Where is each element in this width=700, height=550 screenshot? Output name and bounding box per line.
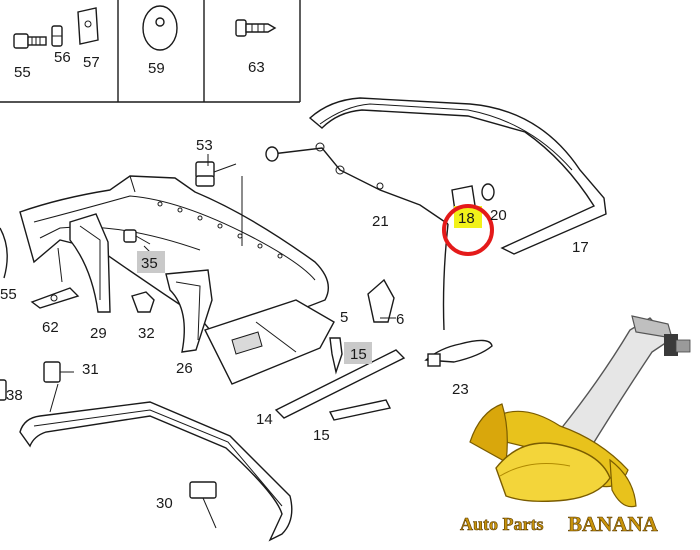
lower-trim	[19, 401, 293, 542]
moulding-strip	[204, 299, 335, 385]
label-59: 59	[148, 60, 165, 77]
label-box-15	[344, 342, 372, 364]
label-53: 53	[196, 137, 213, 154]
label-57: 57	[83, 54, 100, 71]
label-17: 17	[572, 239, 589, 256]
label-23: 23	[452, 381, 469, 398]
washer-icon	[142, 5, 178, 51]
label-63: 63	[248, 59, 265, 76]
brand-text-banana: BANANA	[568, 512, 659, 536]
label-5: 5	[340, 309, 348, 326]
clip-31	[43, 361, 74, 383]
label-29: 29	[90, 325, 107, 342]
callout-ring	[442, 204, 494, 256]
label-20: 20	[490, 207, 507, 224]
bracket-29	[69, 213, 111, 313]
label-30: 30	[156, 495, 173, 512]
fastener-35	[123, 229, 151, 245]
label-21: 21	[372, 213, 389, 230]
bumper-bar-17	[308, 97, 607, 255]
brand-logo	[469, 315, 691, 508]
label-35: 35	[141, 255, 158, 272]
brand-text-auto-parts: Auto Parts	[460, 514, 544, 534]
rivet-icon	[235, 19, 277, 37]
bracket-30	[189, 481, 217, 529]
ring-20	[481, 183, 495, 201]
rivet-15	[329, 337, 343, 375]
wiring-harness	[265, 142, 449, 331]
label-38: 38	[6, 387, 23, 404]
clip-6	[367, 278, 395, 323]
label-31: 31	[82, 361, 99, 378]
fastener-32	[131, 291, 155, 313]
bolt-icon	[13, 33, 47, 49]
clip-icon	[77, 7, 99, 45]
label-32: 32	[138, 325, 155, 342]
bumper-cover	[19, 175, 329, 331]
label-15-upper: 15	[350, 346, 367, 363]
clip-38	[0, 379, 7, 401]
label-box-35	[137, 251, 165, 273]
label-box-18	[454, 206, 482, 228]
strip-14	[274, 349, 406, 419]
label-18: 18	[458, 210, 475, 227]
bracket-edge	[0, 227, 8, 279]
cable-tie-23	[424, 339, 493, 367]
bracket-26	[165, 269, 213, 353]
label-62: 62	[42, 319, 59, 336]
part-62	[30, 287, 80, 309]
label-55-side: 55	[0, 286, 17, 303]
label-6: 6	[396, 311, 404, 328]
label-56: 56	[54, 49, 71, 66]
label-55: 55	[14, 64, 31, 81]
bolt-53	[195, 161, 237, 187]
label-15-lower: 15	[313, 427, 330, 444]
nut-icon	[51, 25, 63, 47]
parts-table	[0, 0, 301, 103]
strip-15	[328, 399, 392, 421]
label-26: 26	[176, 360, 193, 377]
label-14: 14	[256, 411, 273, 428]
